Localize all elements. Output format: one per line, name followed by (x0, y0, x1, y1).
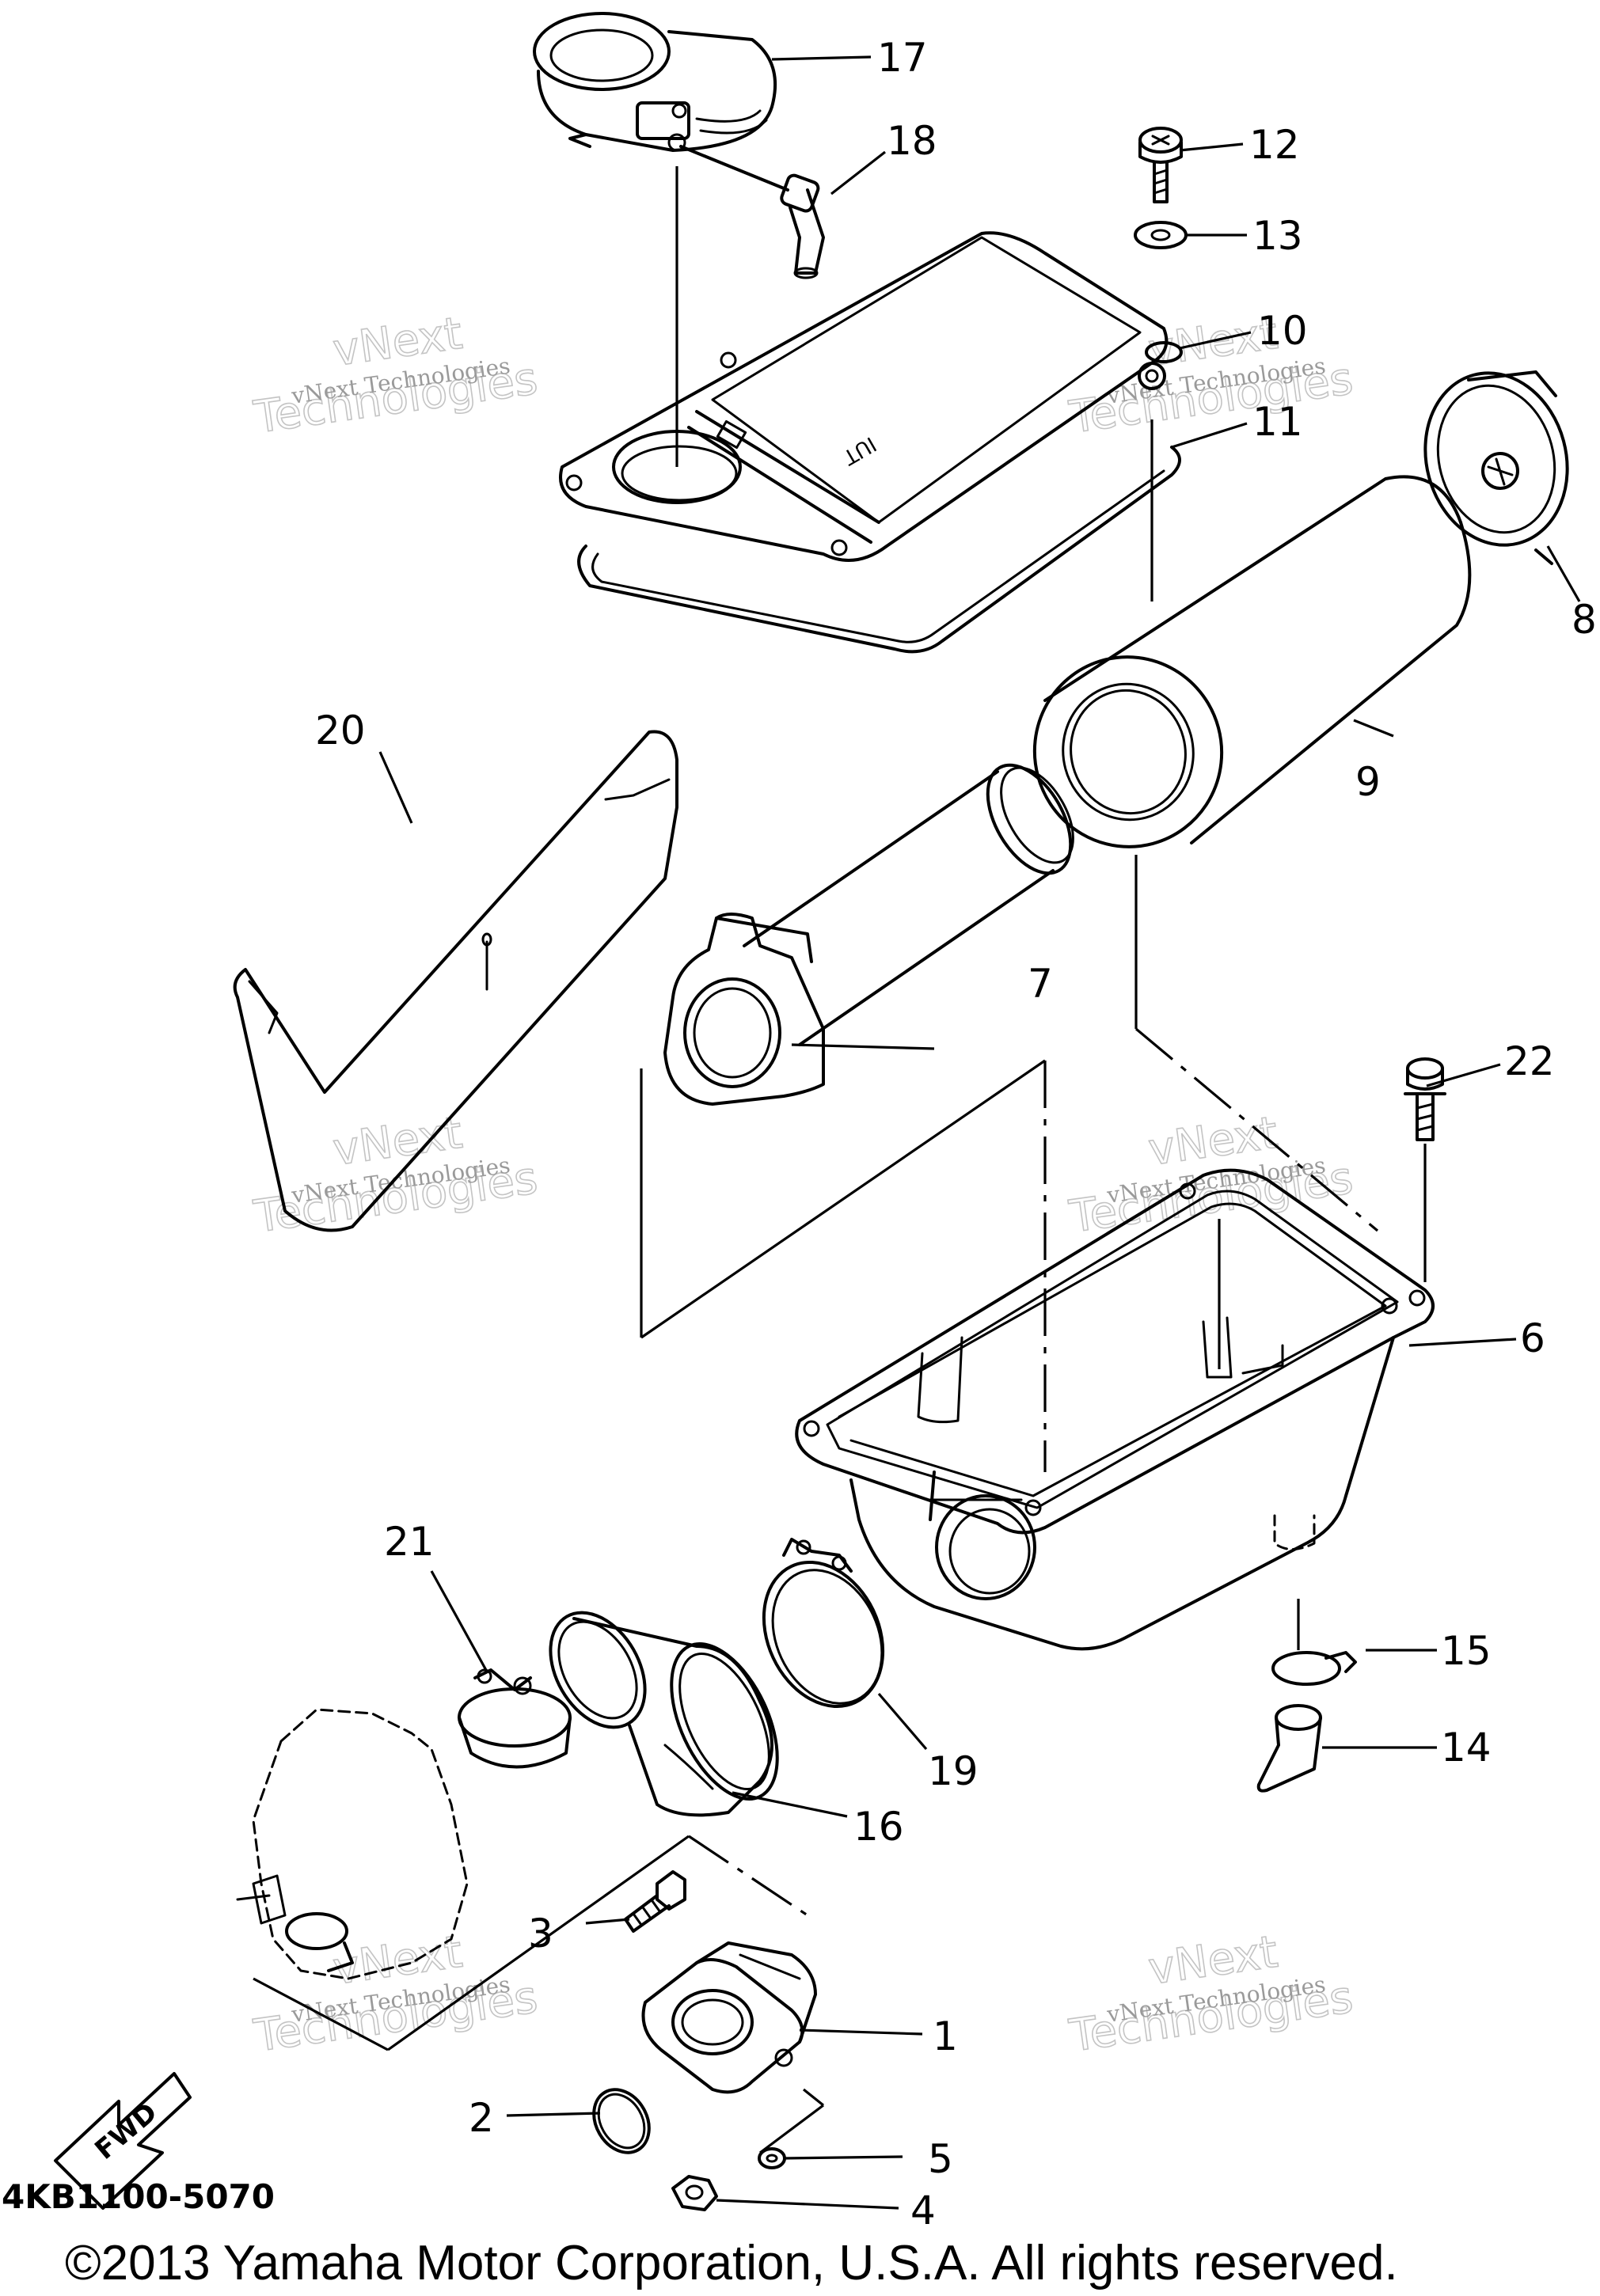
hose-fitting-18 (679, 145, 825, 279)
clamp-19 (762, 1538, 885, 1709)
intake-duct-cover-17 (533, 12, 777, 152)
callout-8: 8 (1571, 597, 1597, 643)
callout-19: 19 (928, 1748, 979, 1794)
watermark-middle-right: Technologies vNext Technologies vNext (1066, 1106, 1357, 1244)
watermark-top-left: Technologies vNext Technologies vNext (250, 307, 542, 445)
nut-4 (671, 2175, 718, 2211)
callout-18: 18 (887, 118, 937, 164)
lid-marking: IUT (839, 431, 880, 469)
drain-cap-14 (1256, 1704, 1322, 1793)
screw-12 (1138, 127, 1183, 203)
watermark-middle-left: Technologies vNext Technologies vNext (250, 1106, 542, 1244)
callout-1: 1 (933, 2013, 958, 2059)
callout-14: 14 (1441, 1725, 1492, 1770)
callout-9: 9 (1355, 759, 1381, 805)
air-filter-element-9 (1032, 475, 1472, 848)
filter-end-cap-8 (1423, 370, 1569, 565)
callout-2: 2 (469, 2095, 494, 2141)
callout-5: 5 (928, 2136, 953, 2182)
bolt-3 (624, 1870, 686, 1933)
callout-22: 22 (1504, 1038, 1555, 1084)
callout-12: 12 (1249, 122, 1300, 168)
callout-3: 3 (528, 1911, 553, 1956)
callout-4: 4 (910, 2188, 936, 2233)
joint-boot-16 (549, 1611, 779, 1817)
washer-13 (1134, 221, 1188, 249)
air-box-case-6 (795, 1168, 1435, 1651)
bolt-22 (1404, 1057, 1446, 1141)
callout-11: 11 (1252, 399, 1303, 445)
callout-21: 21 (384, 1519, 435, 1565)
intake-joint-1 (641, 1941, 817, 2094)
watermark-bottom-right: Technologies vNext Technologies vNext (1066, 1926, 1357, 2063)
callout-15: 15 (1441, 1628, 1492, 1674)
callout-leaders (378, 55, 1581, 2210)
lid-gasket-11 (577, 446, 1181, 654)
filter-guide-7 (663, 763, 1074, 1106)
callout-17: 17 (877, 35, 928, 81)
lid-screw-10 (1145, 341, 1183, 363)
watermark-top-right: Technologies vNext Technologies vNext (1066, 307, 1357, 445)
alignment-lines (253, 166, 1427, 2154)
callout-20: 20 (315, 708, 366, 753)
baffle-plate-20 (233, 730, 678, 1232)
copyright-notice: ©2013 Yamaha Motor Corporation, U.S.A. A… (65, 2236, 1398, 2290)
callout-7: 7 (1028, 961, 1053, 1007)
callout-13: 13 (1252, 213, 1303, 259)
callout-16: 16 (853, 1804, 904, 1850)
callout-10: 10 (1257, 308, 1308, 354)
clip-15 (1271, 1651, 1357, 1686)
carburetor-reference (236, 1708, 469, 1980)
callout-6: 6 (1520, 1315, 1545, 1361)
o-ring-2 (592, 2088, 651, 2154)
callout-labels: 17 18 12 13 10 11 8 9 20 7 22 6 21 15 14… (315, 35, 1597, 2233)
clamp-21 (458, 1668, 572, 1769)
part-code-label: 4KB1100-5070 (2, 2177, 275, 2216)
